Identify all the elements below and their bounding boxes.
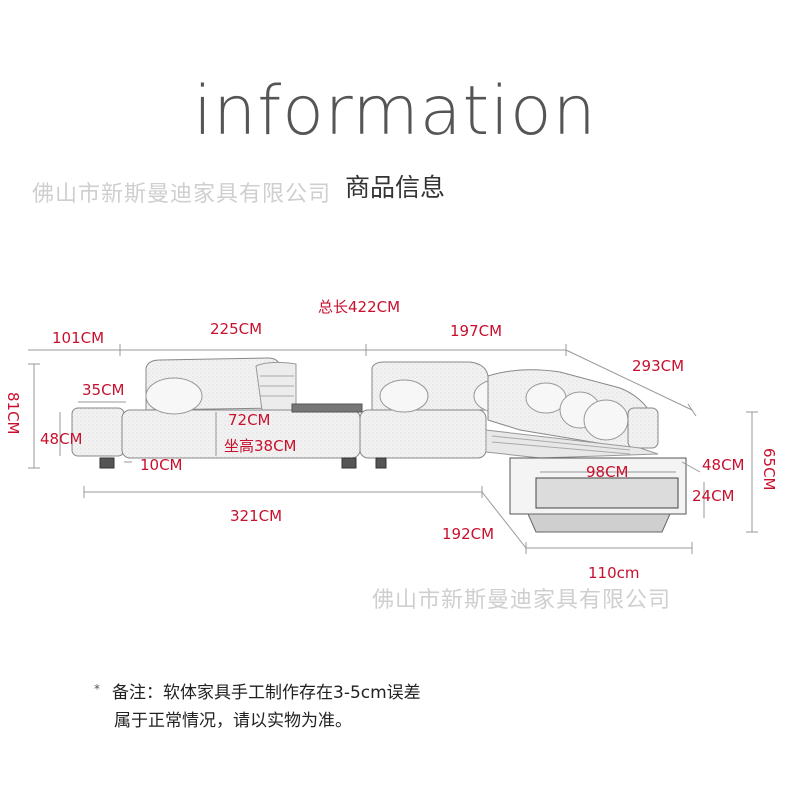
ottoman-tray bbox=[535, 477, 679, 509]
watermark-top: 佛山市新斯曼迪家具有限公司 bbox=[32, 182, 332, 207]
note-line-2: 属于正常情况，请以实物为准。 bbox=[114, 711, 352, 731]
ottoman-base bbox=[527, 513, 671, 533]
leg-3 bbox=[375, 457, 387, 469]
chaise-diagonal-label: 192CM bbox=[442, 525, 494, 543]
sofa-illustration bbox=[71, 357, 687, 533]
height-total-label: 81CM bbox=[4, 392, 22, 435]
diagonal-label: 293CM bbox=[632, 357, 684, 375]
arm-width-label: 101CM bbox=[52, 329, 104, 347]
ottoman-width-label: 98CM bbox=[586, 463, 629, 481]
note-line-1: 备注：软体家具手工制作存在3-5cm误差 bbox=[112, 683, 421, 703]
page-subtitle: 商品信息 bbox=[344, 173, 445, 202]
left-pillow bbox=[145, 377, 203, 415]
ottoman-depth-label: 48CM bbox=[702, 456, 745, 474]
total-length-label: 总长422CM bbox=[318, 298, 400, 316]
middle-pillow-1 bbox=[379, 379, 429, 413]
right-height-label: 65CM bbox=[760, 448, 778, 491]
ottoman-height-label: 24CM bbox=[692, 487, 735, 505]
leg-height-label: 10CM bbox=[140, 456, 183, 474]
dimension-lines bbox=[28, 344, 758, 554]
note-asterisk-icon: * bbox=[94, 682, 100, 696]
ottoman-length-label: 110cm bbox=[588, 564, 640, 582]
page-title: information bbox=[193, 72, 597, 151]
seat-height-label: 坐高38CM bbox=[224, 437, 297, 455]
back-depth-label: 72CM bbox=[228, 411, 271, 429]
left-section-label: 225CM bbox=[210, 320, 262, 338]
corner-pillow-3 bbox=[583, 399, 629, 441]
watermark-bottom: 佛山市新斯曼迪家具有限公司 bbox=[372, 588, 672, 613]
arm-height-label: 35CM bbox=[82, 381, 125, 399]
right-section-label: 197CM bbox=[450, 322, 502, 340]
middle-seat bbox=[359, 409, 487, 459]
leg-2 bbox=[341, 457, 357, 469]
seat-front-height-label: 48CM bbox=[40, 430, 83, 448]
right-arm bbox=[627, 407, 659, 449]
side-table bbox=[291, 403, 363, 413]
leg-1 bbox=[99, 457, 115, 469]
bottom-length-label: 321CM bbox=[230, 507, 282, 525]
